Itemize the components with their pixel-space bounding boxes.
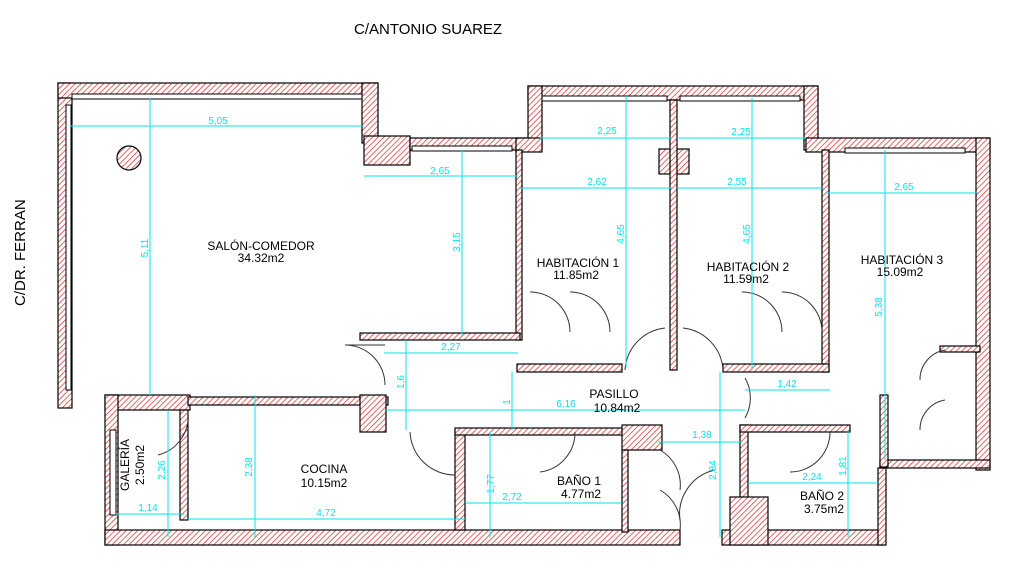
street-label-left: C/DR. FERRAN [12,199,29,306]
dim-label: 2,26 [157,460,168,480]
room-name: COCINA [301,462,348,476]
dim-label: 2,65 [430,166,450,177]
doors [157,291,946,531]
room-name: SALÓN-COMEDOR [207,238,315,253]
room-name: PASILLO [589,387,638,401]
dim-label: 2,25 [597,126,617,137]
room-area: 34.32m2 [238,251,285,265]
room-area: 10.15m2 [301,476,348,490]
room-area: 11.59m2 [723,272,769,286]
dim-label: 1 [502,399,513,405]
dimension-lines [70,96,978,537]
street-label-top: C/ANTONIO SUAREZ [354,21,502,38]
dim-label: 1,81 [838,456,849,476]
dim-label: 5,38 [874,297,885,317]
room-area: 11.85m2 [553,268,599,282]
dim-label: 5,11 [140,238,151,257]
dim-label: 2,65 [894,182,914,193]
room-name: HABITACIÓN 1 [537,255,620,270]
room-area: 10.84m2 [594,401,641,415]
windows [65,93,966,516]
dim-label: 1,14 [138,503,158,514]
room-area: 2.50m2 [133,445,147,485]
room-name: HABITACIÓN 3 [861,252,944,267]
dimension-labels: 5,05 5,11 2,65 3,15 2,27 1,6 2,25 2,25 2… [138,116,914,519]
dim-label: 1,6 [396,375,407,389]
room-area: 3.75m2 [804,502,844,516]
dim-label: 6,16 [556,399,576,410]
dim-label: 2,27 [441,342,461,353]
dim-label: 2,84 [708,460,719,480]
room-labels: SALÓN-COMEDOR 34.32m2 HABITACIÓN 1 11.85… [117,238,944,516]
dim-label: 1,38 [692,430,712,441]
dim-label: 1,42 [777,379,797,390]
dim-label: 4,65 [742,224,753,244]
dim-label: 2,38 [244,457,255,477]
room-name: GALERÍA [117,439,132,491]
dim-label: 2,24 [802,472,822,483]
dim-label: 2,62 [587,177,607,188]
dim-label: 3,15 [452,232,463,252]
dim-label: 4,72 [316,508,336,519]
dim-label: 4,65 [616,224,627,244]
room-area: 15.09m2 [877,265,924,279]
room-name: BAÑO 1 [557,474,601,488]
room-name: BAÑO 2 [800,489,844,503]
room-area: 4.77m2 [561,487,601,501]
dim-label: 5,05 [208,116,228,127]
dim-label: 1,77 [486,474,497,494]
dim-label: 2,55 [727,177,747,188]
dim-label: 2,72 [502,492,522,503]
dim-label: 2,25 [731,127,751,138]
room-name: HABITACIÓN 2 [707,259,790,274]
